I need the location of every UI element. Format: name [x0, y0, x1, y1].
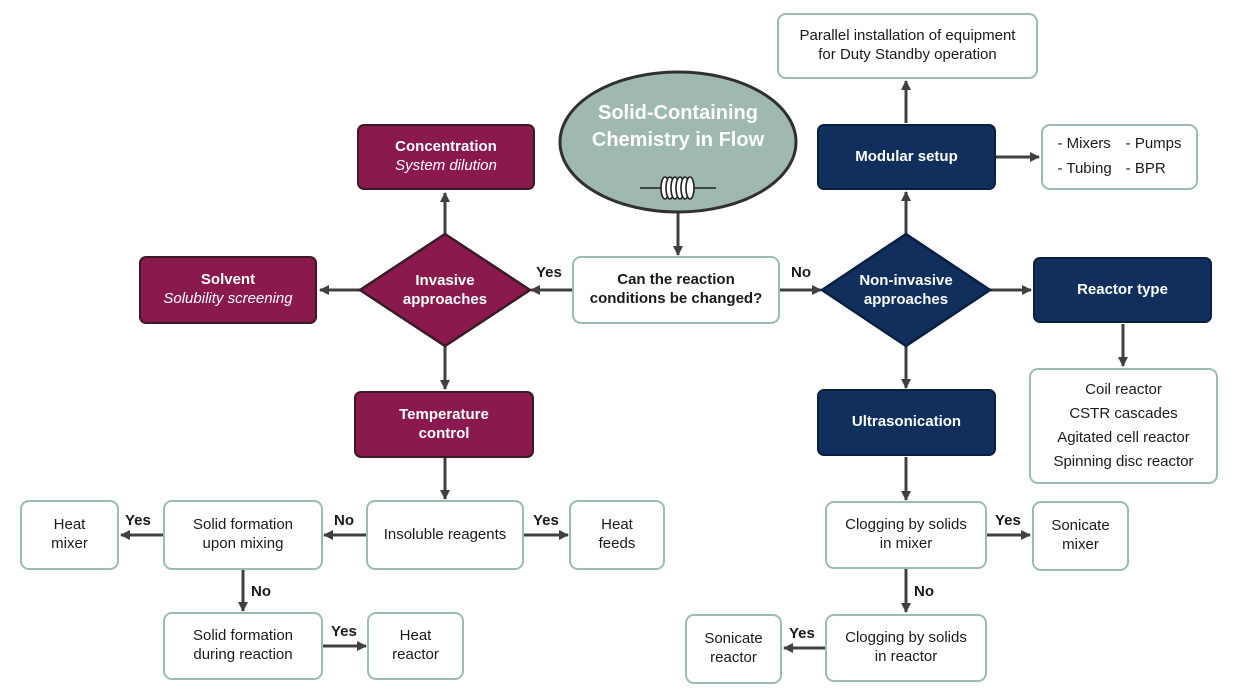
- noninvasive-diamond: [819, 232, 993, 348]
- label-yes-heat-feeds: Yes: [533, 512, 559, 529]
- heat-reactor-line-1: Heat: [399, 627, 432, 645]
- sonicate-reactor-line-2: reactor: [710, 649, 757, 666]
- label-yes-heat-mixer: Yes: [125, 512, 151, 529]
- label-yes-invasive: Yes: [536, 264, 562, 281]
- modular-item: - BPR: [1125, 160, 1166, 177]
- clog-reactor-line-2: in reactor: [874, 648, 938, 665]
- heat-feeds-line-2: feeds: [598, 535, 636, 552]
- solid-mixing-box: Solid formation upon mixing: [163, 500, 323, 570]
- question-line-2: conditions be changed?: [589, 290, 763, 307]
- chart-title: Solid-Containing Chemistry in Flow: [568, 100, 788, 154]
- parallel-box: Parallel installation of equipment for D…: [777, 13, 1038, 79]
- ultrasonication-text: Ultrasonication: [851, 413, 962, 431]
- label-yes-sonicate-reactor: Yes: [789, 625, 815, 642]
- label-no-solid-mixing: No: [334, 512, 354, 529]
- clog-mixer-box: Clogging by solids in mixer: [825, 501, 987, 569]
- question-line-1: Can the reaction: [617, 271, 735, 289]
- label-no-solid-reaction: No: [251, 583, 271, 600]
- solid-mixing-line-2: upon mixing: [202, 535, 284, 552]
- sonicate-mixer-box: Sonicate mixer: [1032, 501, 1129, 571]
- modular-item: - Tubing: [1057, 160, 1112, 177]
- label-no-noninvasive: No: [791, 264, 811, 281]
- solvent-subtitle: Solubility screening: [163, 290, 293, 307]
- label-no-clog-reactor: No: [914, 583, 934, 600]
- insoluble-text: Insoluble reagents: [383, 525, 507, 543]
- invasive-diamond: [357, 232, 533, 348]
- solid-reaction-line-1: Solid formation: [192, 627, 294, 645]
- modular-text: Modular setup: [855, 147, 958, 165]
- clog-mixer-line-1: Clogging by solids: [845, 516, 967, 534]
- temperature-box: Temperature control: [354, 391, 534, 458]
- reactor-list-box: Coil reactor CSTR cascades Agitated cell…: [1029, 368, 1218, 484]
- reactor-list-item: CSTR cascades: [1069, 405, 1178, 422]
- sonicate-reactor-line-1: Sonicate: [704, 630, 763, 648]
- solid-reaction-box: Solid formation during reaction: [163, 612, 323, 680]
- noninvasive-label: Non-invasive approaches: [846, 272, 966, 310]
- parallel-line-2: for Duty Standby operation: [818, 46, 997, 63]
- coil-icon: [640, 176, 716, 200]
- title-line-1: Solid-Containing: [598, 102, 758, 124]
- concentration-box: Concentration System dilution: [357, 124, 535, 190]
- question-box: Can the reaction conditions be changed?: [572, 256, 780, 324]
- heat-reactor-box: Heat reactor: [367, 612, 464, 680]
- parallel-line-1: Parallel installation of equipment: [799, 27, 1016, 45]
- label-yes-sonicate-mixer: Yes: [995, 512, 1021, 529]
- noninvasive-line-1: Non-invasive: [859, 272, 953, 289]
- ultrasonication-box: Ultrasonication: [817, 389, 996, 456]
- heat-mixer-box: Heat mixer: [20, 500, 119, 570]
- heat-mixer-line-2: mixer: [51, 535, 88, 552]
- invasive-line-1: Invasive: [415, 272, 475, 289]
- noninvasive-line-2: approaches: [863, 290, 949, 308]
- solvent-title: Solvent: [200, 271, 256, 289]
- modular-item: - Pumps: [1125, 135, 1182, 153]
- modular-items-box: - Mixers - Pumps - Tubing - BPR: [1041, 124, 1198, 190]
- clog-mixer-line-2: in mixer: [879, 535, 933, 552]
- modular-items-list: - Mixers - Pumps - Tubing - BPR: [1057, 135, 1181, 179]
- modular-box: Modular setup: [817, 124, 996, 190]
- heat-feeds-box: Heat feeds: [569, 500, 665, 570]
- heat-feeds-line-1: Heat: [601, 516, 633, 534]
- invasive-label: Invasive approaches: [385, 272, 505, 310]
- sonicate-mixer-line-2: mixer: [1062, 536, 1099, 553]
- concentration-subtitle: System dilution: [395, 157, 497, 174]
- reactor-list-item: Spinning disc reactor: [1053, 453, 1194, 470]
- label-yes-heat-reactor: Yes: [331, 623, 357, 640]
- reactor-list-item: Agitated cell reactor: [1057, 429, 1190, 446]
- reactor-list-item: Coil reactor: [1085, 381, 1162, 398]
- temperature-line-2: control: [418, 424, 470, 442]
- modular-item: - Mixers: [1057, 135, 1111, 153]
- concentration-title: Concentration: [395, 138, 497, 156]
- solvent-box: Solvent Solubility screening: [139, 256, 317, 324]
- clog-reactor-line-1: Clogging by solids: [845, 629, 967, 647]
- sonicate-mixer-line-1: Sonicate: [1051, 517, 1110, 535]
- title-line-2: Chemistry in Flow: [591, 129, 765, 151]
- heat-reactor-line-2: reactor: [392, 646, 439, 663]
- clog-reactor-box: Clogging by solids in reactor: [825, 614, 987, 682]
- invasive-line-2: approaches: [402, 290, 488, 308]
- reactor-type-box: Reactor type: [1033, 257, 1212, 323]
- title-oval: [558, 70, 798, 214]
- heat-mixer-line-1: Heat: [53, 516, 86, 534]
- solid-mixing-line-1: Solid formation: [192, 516, 294, 534]
- reactor-type-text: Reactor type: [1077, 280, 1168, 298]
- sonicate-reactor-box: Sonicate reactor: [685, 614, 782, 684]
- temperature-line-1: Temperature: [399, 405, 489, 423]
- solid-reaction-line-2: during reaction: [193, 646, 293, 663]
- insoluble-box: Insoluble reagents: [366, 500, 524, 570]
